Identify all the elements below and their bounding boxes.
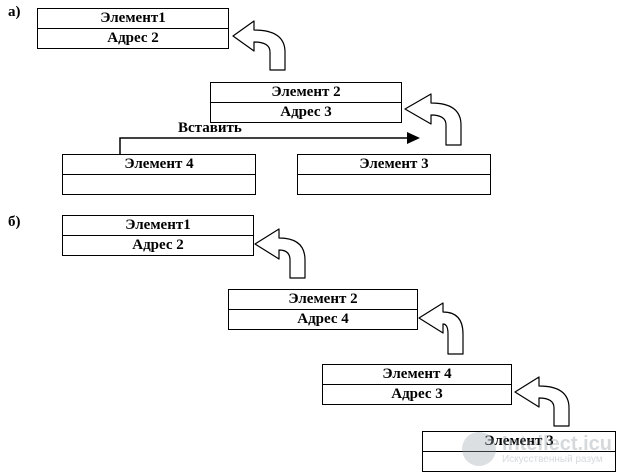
b-node4-address: Адрес 3 [323,384,511,404]
b-node1-address: Адрес 2 [63,235,253,255]
b-node-element-2: Элемент 2 Адрес 4 [228,289,418,330]
a-node4-address [63,174,255,194]
a-pointer-arrow-1 [232,20,286,71]
b-node2-address: Адрес 4 [229,309,417,329]
a-node1-value: Элемент1 [100,10,166,26]
a-node-element-1: Элемент1 Адрес 2 [37,8,229,49]
b-pointer-arrow-1 [254,228,306,279]
b-node4-value: Элемент 4 [382,366,452,382]
label-part-b: б) [8,214,21,230]
label-part-a: а) [8,4,21,20]
a-node2-value: Элемент 2 [271,84,341,100]
insert-label: Вставить [178,120,242,136]
a-node-element-2: Элемент 2 Адрес 3 [210,82,402,123]
a-node-element-4: Элемент 4 [62,154,256,195]
watermark-subtitle: Искусственный разум [501,453,603,465]
b-node1-value: Элемент1 [125,217,191,233]
watermark: Intellect.icu Искусственный разум [461,432,612,466]
a-node3-address [298,174,490,194]
a-node1-address: Адрес 2 [38,28,228,48]
b-node-element-3: Элемент 3 [422,431,616,472]
b-node-element-1: Элемент1 Адрес 2 [62,215,254,256]
b-node3-address [423,451,615,471]
a-node4-value: Элемент 4 [124,156,194,172]
b-node3-value: Элемент 3 [484,433,554,449]
brain-logo-icon [461,432,496,466]
watermark-title: Intellect.icu [501,432,612,455]
insert-arrow [119,132,420,154]
a-node3-value: Элемент 3 [359,156,429,172]
b-node-element-4: Элемент 4 Адрес 3 [322,364,512,405]
a-pointer-arrow-2 [404,93,462,146]
a-node2-address: Адрес 3 [211,102,401,122]
b-pointer-arrow-3 [514,376,570,427]
a-node-element-3: Элемент 3 [297,154,491,195]
b-pointer-arrow-2 [418,302,464,355]
b-node2-value: Элемент 2 [288,291,358,307]
